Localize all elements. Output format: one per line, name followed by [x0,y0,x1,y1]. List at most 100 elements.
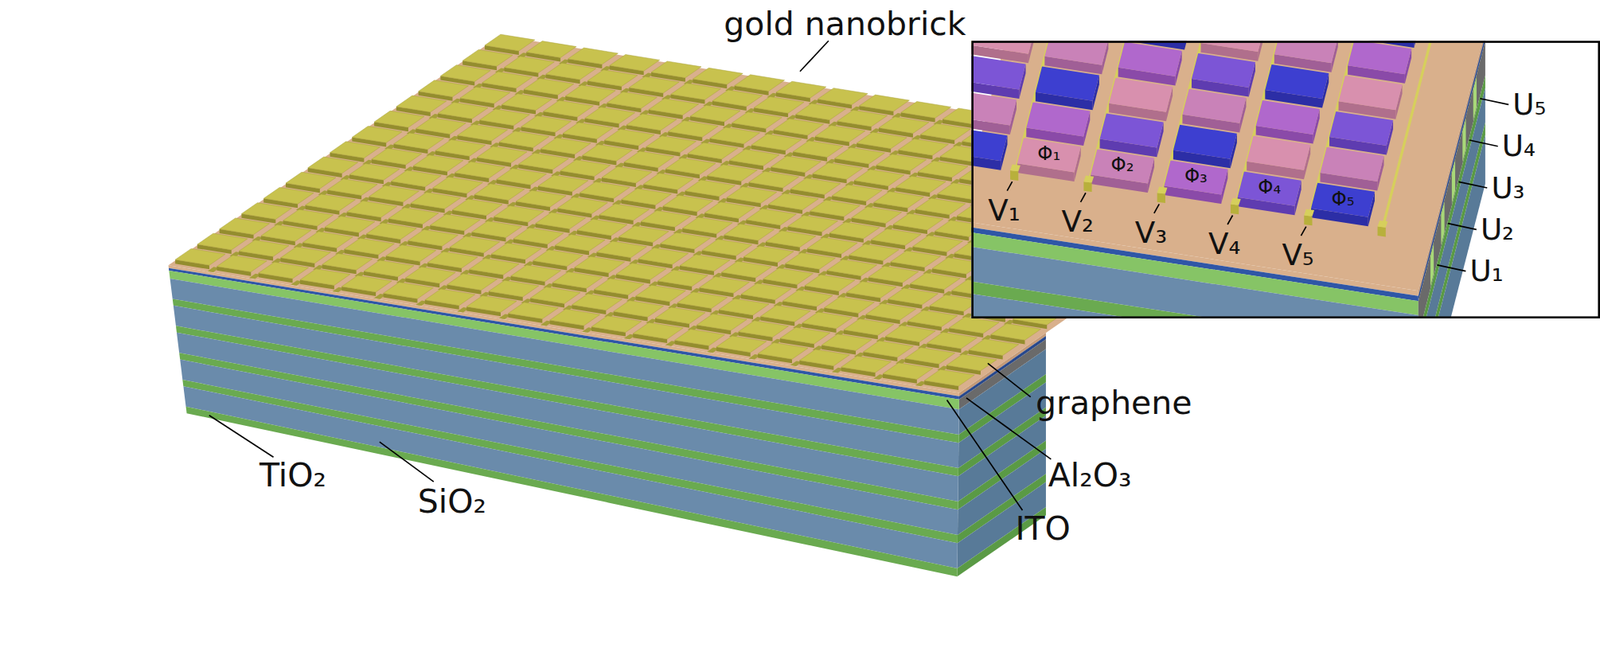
gold-nanobrick [585,107,636,125]
gold-nanobrick [763,268,814,285]
gold-nanobrick [628,76,680,94]
tunable-nanobrick [1311,183,1375,218]
gold-nanobrick [770,156,821,173]
leader-line [1479,98,1509,106]
contact-pad [1230,203,1239,215]
gold-nanobrick [616,263,667,281]
gold-nanobrick [663,195,714,212]
gold-nanobrick [876,154,927,172]
tunable-nanobrick [971,90,1017,125]
gold-nanobrick [484,34,535,51]
tunable-nanobrick [1191,53,1256,88]
contact-pad [1157,192,1166,203]
gold-nanobrick [716,335,767,353]
gold-nanobrick [410,192,461,210]
gold-nanobrick [913,235,964,253]
gold-nanobrick [657,269,708,287]
gold-nanobrick [768,193,819,211]
gold-nanobrick [216,255,267,273]
gold-nanobrick [540,137,591,155]
gold-nanobrick [846,281,897,299]
part-label: TiO₂ [259,457,327,494]
leader-line [1436,265,1466,272]
contact-pad [1303,214,1312,226]
gold-nanobrick [550,308,601,326]
gold-nanobrick [574,256,625,274]
gold-nanobrick [327,179,378,196]
gold-nanobrick [885,325,936,343]
zoom-inset [971,40,1600,319]
gold-nanobrick [726,186,777,203]
gold-nanobrick [675,329,726,347]
gold-nanobrick [482,71,533,89]
gold-nanobrick [851,206,902,224]
electrode-voltage-label: U₂ [1480,213,1515,246]
leader-line [1006,181,1012,192]
gold-nanobrick [609,54,660,71]
gold-nanobrick [452,199,503,216]
tunable-nanobrick [1026,101,1090,137]
gold-nanobrick [882,362,933,380]
tunable-nanobrick [971,126,1007,161]
gold-nanobrick [468,258,520,276]
gold-nanobrick [437,102,488,120]
contact-pad [1157,187,1168,195]
gold-nanobrick [624,151,675,168]
gold-nanobrick [920,123,971,141]
gold-nanobrick [621,188,672,206]
tunable-nanobrick [1329,111,1394,146]
gold-nanobrick [905,347,956,365]
gold-nanobrick [304,194,356,211]
gold-nanobrick [909,273,960,290]
gold-nanobrick [435,139,486,157]
gold-nanobrick [322,253,373,270]
gold-nanobrick [712,89,763,107]
gold-nanobrick [197,233,248,250]
gold-nanobrick [499,131,550,149]
gold-nanobrick [413,155,464,172]
contact-pad [1377,226,1386,238]
part-label: SiO₂ [417,483,487,520]
gold-nanobrick [646,136,697,153]
gold-nanobrick [607,91,658,109]
tunable-nanobrick [1182,89,1246,124]
graphene-electrode [1430,243,1434,288]
gold-nanobrick [449,236,500,254]
gold-nanobrick [507,302,559,320]
side-layer [1418,134,1486,319]
part-label: ITO [1014,511,1070,547]
electrode-voltage-label: U₁ [1470,254,1504,288]
gold-nanobrick [433,176,484,194]
gold-nanobrick [718,298,769,316]
gold-nanobrick [874,191,925,209]
leader-line [1469,140,1499,147]
gold-nanobrick [440,65,491,82]
gold-nanobrick [898,138,949,156]
leader-line [1458,181,1487,188]
gold-nanobrick [479,109,530,126]
gold-nanobrick [618,226,669,243]
graphene-electrode [1440,201,1444,246]
gold-nanobrick [924,369,975,387]
graphene-electrode [1451,160,1456,204]
gold-nanobrick [862,340,914,358]
gold-nanobrick [344,238,395,255]
gold-nanobrick [597,241,648,258]
gold-nanobrick [827,259,878,277]
gold-nanobrick [660,232,711,250]
gold-nanobrick [241,202,292,220]
gold-nanobrick [394,132,445,150]
gold-nanobrick [283,209,334,227]
gold-nanobrick [866,303,917,320]
gold-nanobrick [175,248,226,266]
tunable-nanobrick [1100,113,1164,149]
phase-label: Φ₄ [1257,176,1281,199]
gold-nanobrick [562,122,613,140]
gold-nanobrick [699,276,750,293]
gold-nanobrick [390,170,441,188]
gold-nanobrick [667,120,719,137]
gold-nanobrick [383,282,434,300]
graphene-electrode [1473,76,1477,121]
gold-nanobrick [859,94,910,112]
